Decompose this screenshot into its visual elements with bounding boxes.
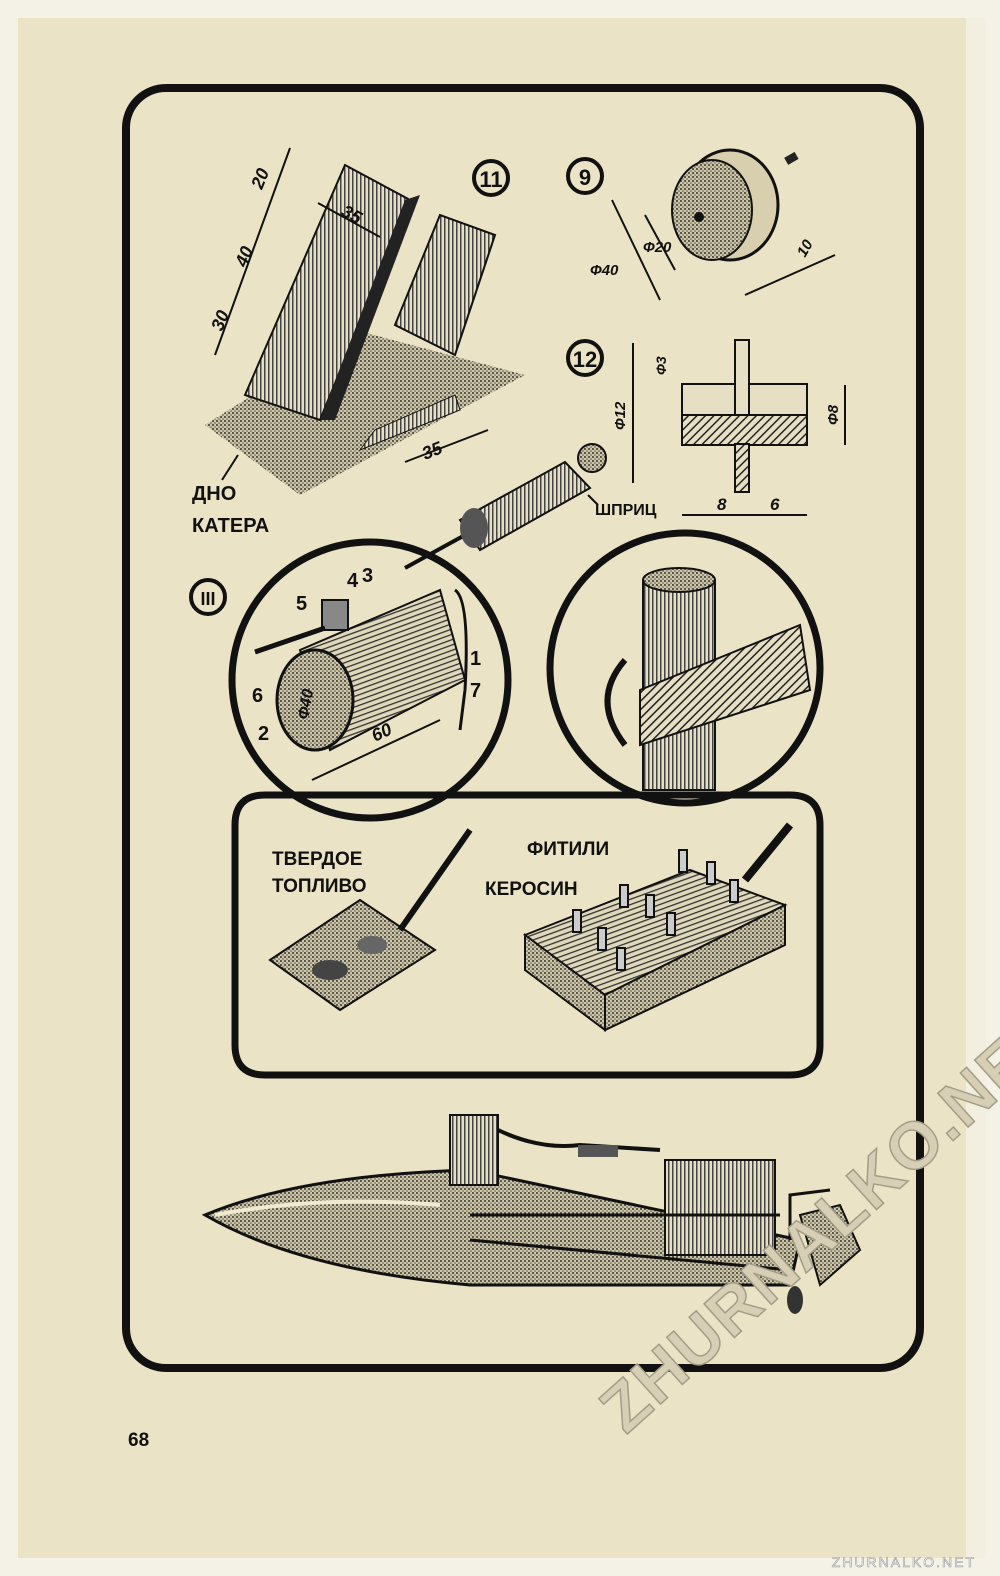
- dimension-label: Ф40: [590, 262, 619, 279]
- rotate-arrow-icon: [604, 658, 628, 747]
- part-number: 4: [347, 570, 359, 592]
- page-edge: [966, 18, 986, 1558]
- syringe-drawing: ШПРИЦ: [404, 443, 657, 570]
- dimension-label: 6: [770, 495, 780, 514]
- dimension-label: 10: [794, 236, 817, 260]
- fuel-options-panel: ТВЕРДОЕ ТОПЛИВО ФИТИЛИ КЕРОСИН: [231, 791, 824, 1079]
- rotation-detail: [546, 529, 824, 807]
- figure-number: 12: [573, 347, 597, 372]
- figure-11-bracket: 11 20 35 40 30 35 ДНО КАТЕРА: [192, 147, 525, 537]
- figure-number: 11: [479, 167, 502, 192]
- part-number: 2: [258, 723, 269, 745]
- boat-bottom-label: КАТЕРА: [192, 515, 269, 537]
- part-number: 5: [296, 593, 307, 615]
- part-number: 6: [252, 685, 263, 707]
- watermark-small: ZHURNALKO.NET: [831, 1554, 976, 1571]
- dimension-label: Ф20: [643, 239, 672, 256]
- solid-fuel-label: ТВЕРДОЕ: [272, 849, 362, 870]
- dimension-label: 35: [419, 437, 446, 463]
- part-number: 1: [470, 648, 481, 670]
- dimension-label: 8: [717, 495, 727, 514]
- dimension-label: 20: [247, 165, 273, 192]
- dimension-label: 30: [207, 307, 233, 333]
- dimension-label: Ф8: [825, 404, 842, 425]
- dimension-label: Ф3: [653, 356, 669, 375]
- boat-bottom-label: ДНО: [192, 483, 236, 505]
- dimension-label: Ф40: [295, 688, 317, 721]
- figure-9-pulley: 9 Ф40 Ф20 10: [566, 148, 836, 301]
- syringe-label: ШПРИЦ: [595, 502, 657, 519]
- dimension-label: Ф12: [612, 401, 629, 430]
- figure-3-boiler: III 1 2 3 4 5 6 7 Ф40 60: [189, 538, 512, 822]
- wicks-label: ФИТИЛИ: [527, 839, 609, 860]
- figure-number: 9: [579, 165, 591, 190]
- figure-12-axle-section: 12 Ф3 Ф12 Ф8 8 6: [566, 339, 846, 516]
- kerosene-label: КЕРОСИН: [485, 879, 578, 900]
- solid-fuel-label: ТОПЛИВО: [272, 876, 367, 897]
- magazine-page: [18, 18, 976, 1558]
- figure-frame: [122, 84, 924, 1372]
- figure-number: III: [200, 589, 215, 609]
- page-number: 68: [128, 1430, 150, 1451]
- part-number: 3: [362, 565, 373, 587]
- part-number: 7: [470, 680, 481, 702]
- figure-number-badge: [472, 159, 510, 197]
- boat-cutaway: [201, 1114, 862, 1314]
